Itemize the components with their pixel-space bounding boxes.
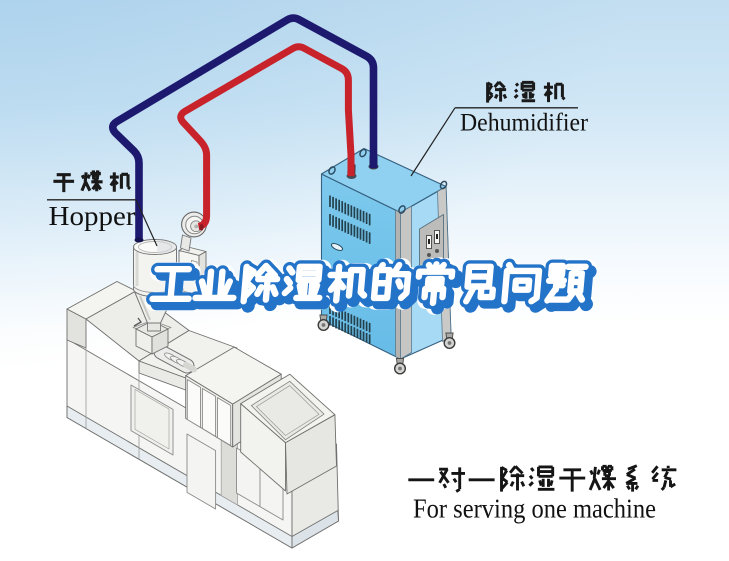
svg-text:Hopper: Hopper: [49, 201, 136, 231]
svg-text:Dehumidifier: Dehumidifier: [460, 110, 589, 137]
svg-text:For serving one machine: For serving one machine: [413, 494, 656, 524]
